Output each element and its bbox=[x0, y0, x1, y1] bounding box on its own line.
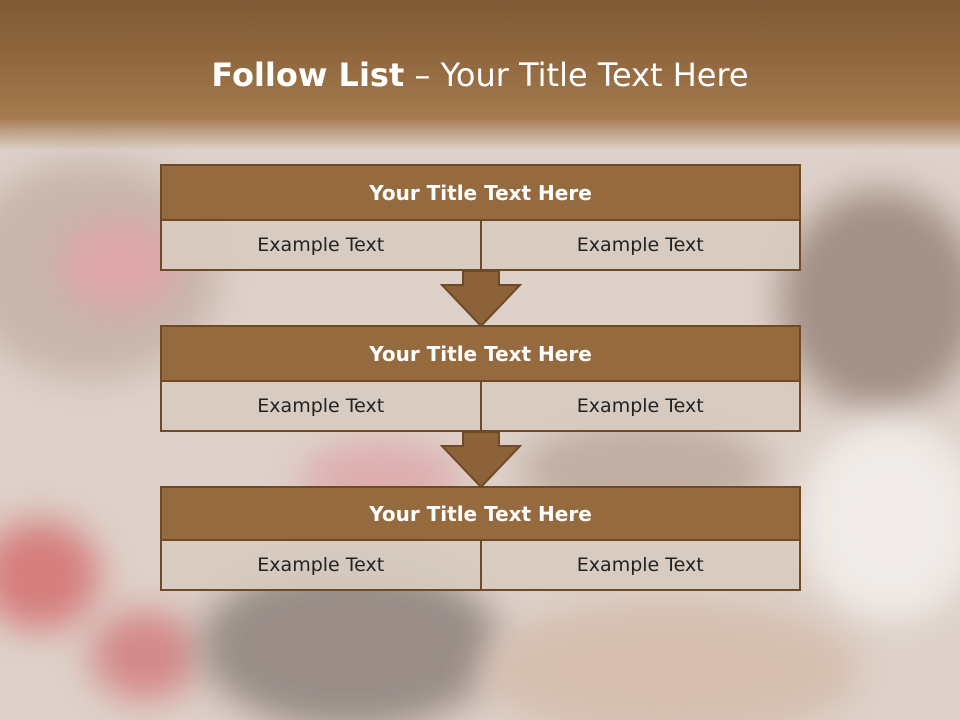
down-arrow-icon bbox=[440, 432, 522, 488]
title-bold: Follow List bbox=[211, 56, 405, 94]
header-band bbox=[0, 0, 960, 150]
title-rest: – Your Title Text Here bbox=[404, 56, 749, 94]
block-body: Example Text Example Text bbox=[160, 221, 801, 271]
list-block-1: Your Title Text Here Example Text Exampl… bbox=[160, 164, 801, 271]
block-cell-left: Example Text bbox=[162, 221, 480, 269]
block-cell-right: Example Text bbox=[479, 221, 799, 269]
block-cell-left: Example Text bbox=[162, 541, 480, 589]
block-title: Your Title Text Here bbox=[160, 325, 801, 382]
block-cell-right: Example Text bbox=[479, 382, 799, 430]
block-title: Your Title Text Here bbox=[160, 486, 801, 541]
block-title: Your Title Text Here bbox=[160, 164, 801, 221]
list-block-3: Your Title Text Here Example Text Exampl… bbox=[160, 486, 801, 591]
block-body: Example Text Example Text bbox=[160, 382, 801, 432]
list-block-2: Your Title Text Here Example Text Exampl… bbox=[160, 325, 801, 432]
block-cell-left: Example Text bbox=[162, 382, 480, 430]
slide-title: Follow List – Your Title Text Here bbox=[0, 56, 960, 94]
down-arrow-icon bbox=[440, 271, 522, 327]
block-body: Example Text Example Text bbox=[160, 541, 801, 591]
block-cell-right: Example Text bbox=[479, 541, 799, 589]
